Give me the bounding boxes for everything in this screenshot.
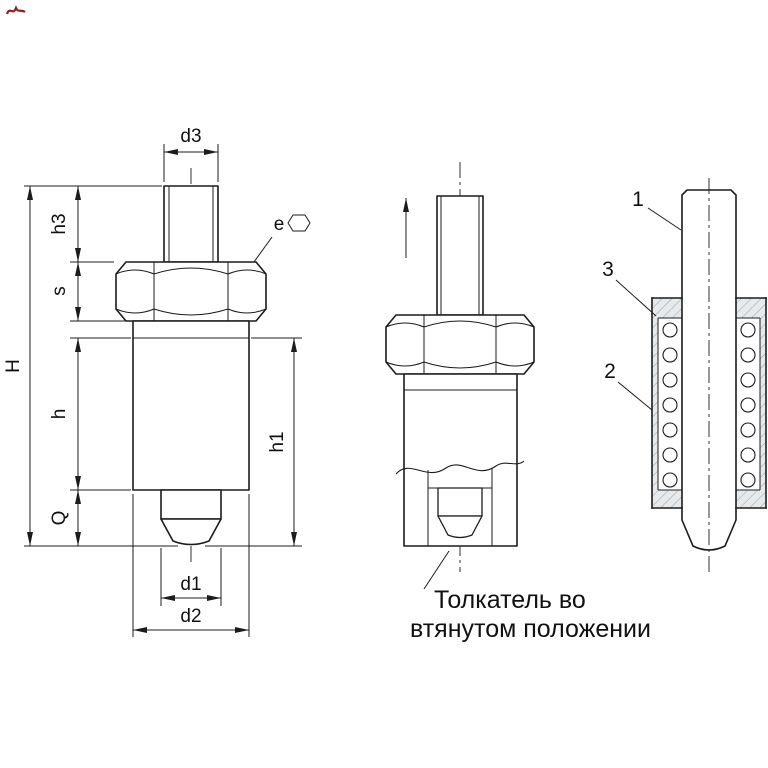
stem bbox=[436, 195, 484, 316]
retracted-view bbox=[385, 162, 535, 590]
note-leader bbox=[423, 550, 450, 590]
break-line bbox=[395, 460, 525, 475]
callout-1: 1 bbox=[632, 188, 644, 211]
dim-label-e: e bbox=[274, 214, 285, 235]
body bbox=[132, 320, 250, 491]
callout-2: 2 bbox=[604, 360, 616, 383]
pusher-pin bbox=[681, 189, 737, 551]
callout-3: 3 bbox=[602, 258, 614, 281]
dimensions-front: d3 e h3 s h Q H h1 d1 d2 bbox=[3, 126, 311, 637]
note-line-1: Толкатель во bbox=[434, 586, 586, 614]
retracted-pusher bbox=[437, 487, 483, 517]
hexagon-icon bbox=[287, 214, 311, 232]
plunger-tip bbox=[160, 489, 222, 520]
dim-label-h: h bbox=[49, 409, 70, 420]
stem bbox=[163, 185, 219, 263]
note-line-2: втянутом положении bbox=[410, 615, 651, 643]
dim-label-d1: d1 bbox=[180, 574, 201, 595]
logo-mark bbox=[5, 4, 26, 15]
spring-coils bbox=[662, 322, 756, 488]
hex-nut bbox=[385, 314, 535, 375]
dim-label-d3: d3 bbox=[180, 126, 201, 147]
dim-label-s: s bbox=[49, 286, 70, 296]
dim-label-h1: h1 bbox=[267, 431, 288, 452]
front-view bbox=[115, 168, 267, 562]
dim-label-h3: h3 bbox=[49, 213, 70, 234]
dim-label-Q: Q bbox=[49, 511, 70, 526]
dim-label-d2: d2 bbox=[180, 606, 201, 627]
hex-nut bbox=[115, 261, 267, 322]
section-view: 1 3 2 bbox=[602, 178, 767, 572]
note: Толкатель во втянутом положении bbox=[410, 586, 651, 643]
dim-label-H: H bbox=[3, 359, 24, 373]
